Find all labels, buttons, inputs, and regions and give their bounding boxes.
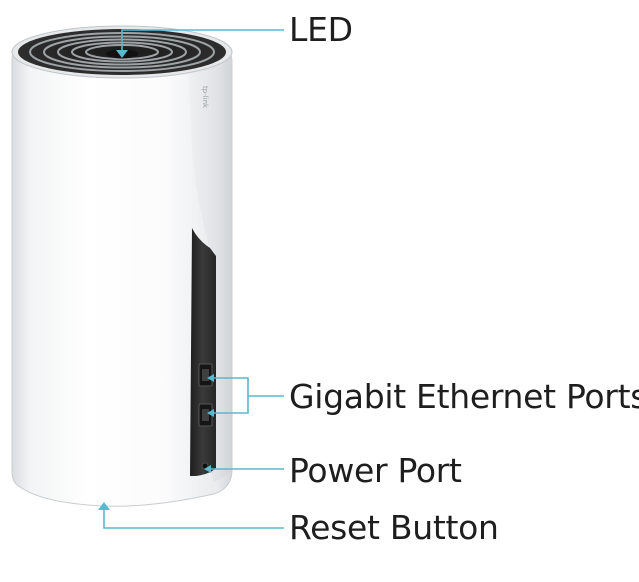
- callout-power-label: Power Port: [289, 451, 462, 490]
- arrow-power: [204, 465, 211, 473]
- callout-ethernet-label: Gigabit Ethernet Ports: [289, 377, 639, 416]
- brand-mark: tp-link: [201, 86, 209, 109]
- leader-led: [121, 29, 284, 50]
- leader-lines: [103, 29, 284, 529]
- arrow-ethernet-bottom: [207, 409, 214, 417]
- ethernet-port-2: [198, 403, 213, 427]
- ethernet-port-1: [198, 363, 213, 387]
- callout-reset-label: Reset Button: [289, 508, 499, 547]
- arrow-reset: [98, 502, 110, 510]
- port-slot: [190, 228, 216, 476]
- callout-led-label: LED: [289, 10, 353, 49]
- arrow-led: [116, 50, 128, 58]
- leader-arrowheads: [98, 50, 214, 510]
- arrow-ethernet-top: [207, 374, 214, 382]
- leader-reset: [103, 508, 284, 529]
